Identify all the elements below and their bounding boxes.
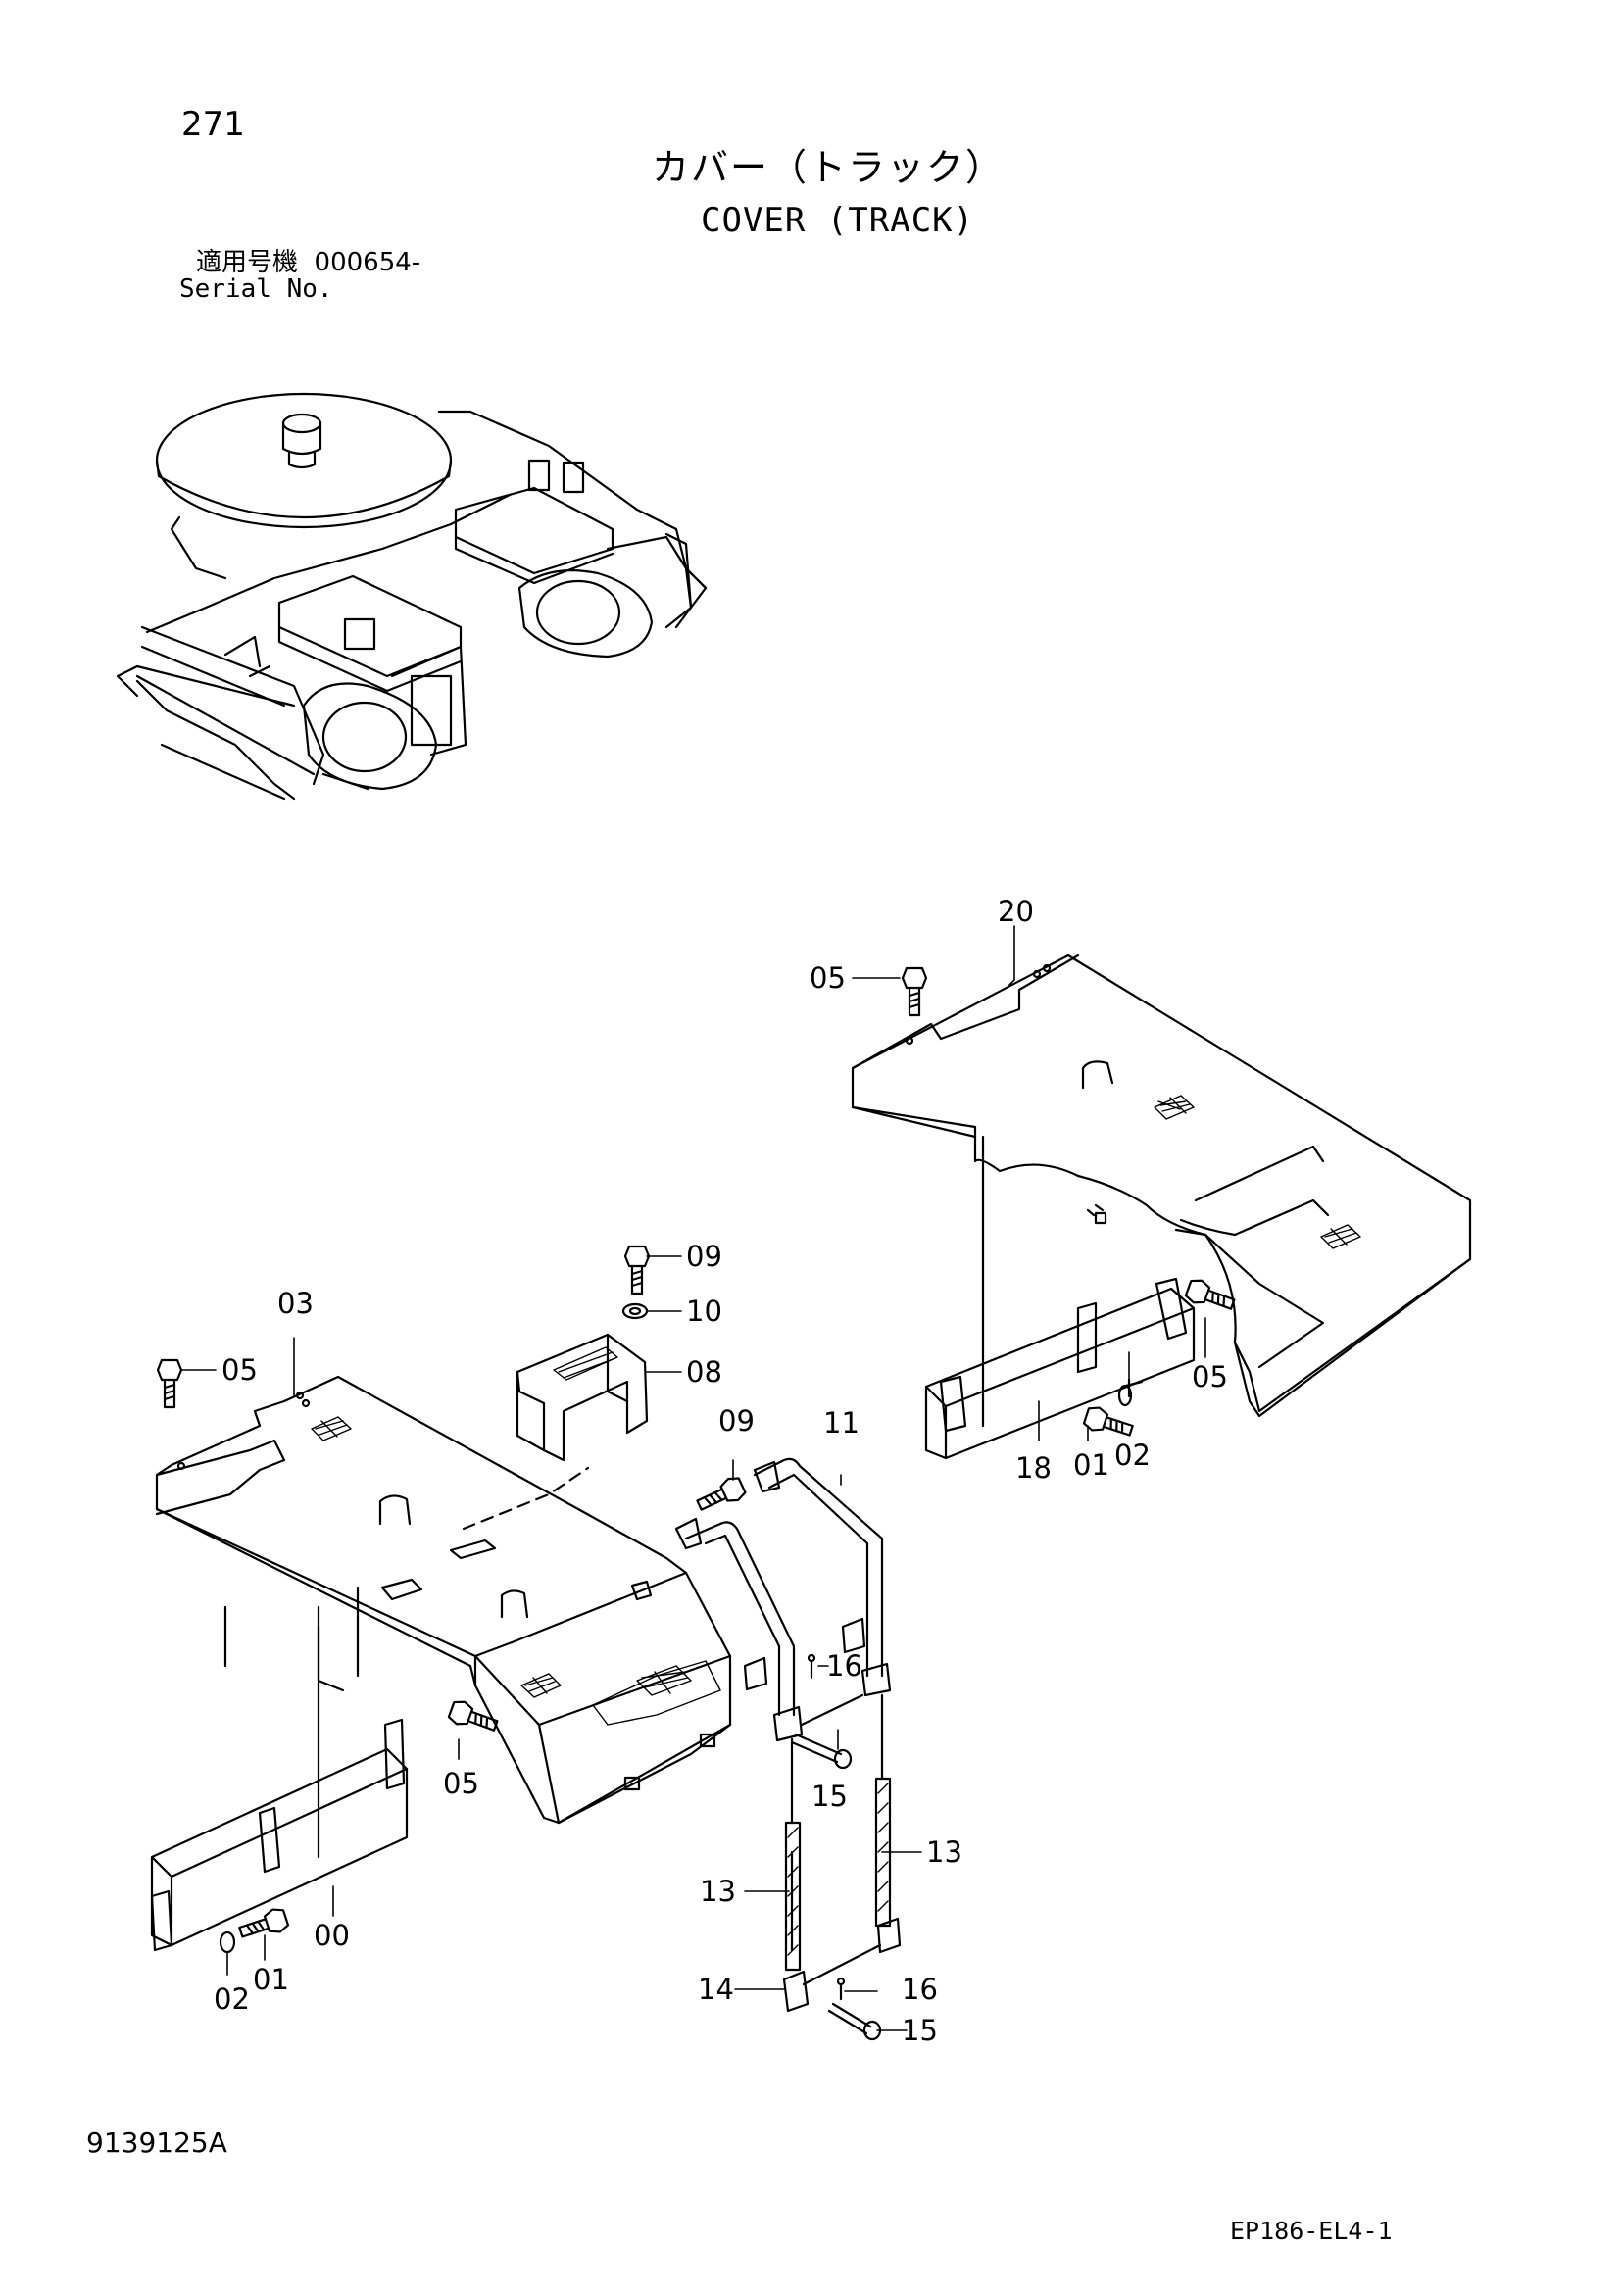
cover-left-bracket xyxy=(343,617,376,651)
callout-01: 01 xyxy=(253,1963,289,1996)
bolt-05-top xyxy=(901,966,928,1017)
serial-applicability: 適用号機 000654- xyxy=(196,250,420,275)
callouts: 20 05 05 01 02 18 09 10 08 03 05 09 11 1… xyxy=(214,895,1228,2047)
idler-right xyxy=(517,569,654,659)
frame-18 xyxy=(924,1287,1196,1460)
cover-20-front xyxy=(1233,1257,1472,1413)
title-japanese: カバー（トラック） xyxy=(652,146,1006,189)
bolt-05-low xyxy=(447,1700,499,1732)
clamp-11c xyxy=(841,1617,866,1654)
callout-08: 08 xyxy=(686,1355,722,1389)
frame-00-bracket xyxy=(383,1718,406,1790)
callout-15: 15 xyxy=(902,2014,938,2047)
serial-label-en: Serial No. xyxy=(179,274,333,304)
callout-00: 00 xyxy=(314,1919,350,1952)
pin-15a xyxy=(790,1733,843,1764)
reference-id: EP186-EL4-1 xyxy=(1230,2217,1393,2245)
page-number: 271 xyxy=(181,105,245,144)
callout-05: 05 xyxy=(810,961,846,995)
plate-03c xyxy=(630,1580,653,1601)
mesh-step-03 xyxy=(311,1416,721,1726)
title-english: COVER (TRACK) xyxy=(701,201,975,240)
callout-20: 20 xyxy=(998,895,1034,928)
pipe-11-left xyxy=(684,1521,796,1717)
bolt-09-top xyxy=(623,1245,651,1295)
bracket-14 xyxy=(782,1917,902,2013)
callout-18: 18 xyxy=(1015,1451,1052,1485)
clamp-11b xyxy=(753,1460,781,1493)
handle-20 xyxy=(1081,1060,1114,1090)
washer-02-left xyxy=(219,1930,236,1954)
callout-09: 09 xyxy=(718,1404,755,1438)
leader-lines xyxy=(180,925,1206,2031)
bolt-09-mid xyxy=(696,1477,747,1511)
clamp-11d xyxy=(743,1656,768,1691)
overview-illustration xyxy=(116,392,708,801)
right-cover-assembly xyxy=(851,953,1472,1460)
turntable-rim xyxy=(155,459,453,518)
bolt-01-left xyxy=(238,1908,290,1938)
callout-05: 05 xyxy=(221,1353,258,1387)
handle-03b xyxy=(500,1589,529,1619)
handle-03 xyxy=(378,1494,412,1526)
center-joint xyxy=(281,413,322,434)
plate-03a xyxy=(380,1578,423,1601)
fasteners xyxy=(156,966,1236,1954)
bolt-05-left xyxy=(156,1358,183,1409)
serial-label-jp: 適用号機 xyxy=(196,248,299,277)
frame-00 xyxy=(150,1747,409,1947)
cover-right-bracket xyxy=(527,459,551,492)
callout-11: 11 xyxy=(823,1406,860,1440)
plate-03b xyxy=(449,1539,497,1560)
callout-09: 09 xyxy=(686,1240,722,1273)
callout-16: 16 xyxy=(826,1649,862,1683)
callout-02: 02 xyxy=(214,1982,250,2016)
callout-10: 10 xyxy=(686,1295,722,1328)
callout-02: 02 xyxy=(1114,1439,1151,1472)
pin-15b xyxy=(827,2002,872,2035)
callout-13: 13 xyxy=(926,1835,962,1869)
pipe-joint xyxy=(772,1662,892,1742)
callout-03: 03 xyxy=(277,1287,314,1320)
frame-18-bracket xyxy=(1076,1301,1098,1374)
document-id: 9139125A xyxy=(86,2126,227,2159)
callout-15: 15 xyxy=(811,1780,848,1813)
cover-03 xyxy=(155,1375,732,1825)
track-frame-right xyxy=(664,532,708,629)
bracket-08 xyxy=(516,1333,649,1462)
callout-13: 13 xyxy=(700,1875,736,1908)
clamp-11a xyxy=(674,1517,703,1550)
callout-05: 05 xyxy=(443,1767,479,1800)
cover-left xyxy=(277,574,463,678)
dash-link-08 xyxy=(462,1466,590,1531)
callout-16: 16 xyxy=(902,1973,938,2006)
serial-number: 000654- xyxy=(314,248,421,277)
bolt-01-right xyxy=(1082,1406,1134,1437)
cover-03-step xyxy=(473,1654,732,1727)
washer-10 xyxy=(621,1302,649,1320)
pipe-11-right xyxy=(753,1457,884,1678)
track-frame-left xyxy=(140,625,325,786)
callout-14: 14 xyxy=(698,1973,734,2006)
turnbuckle-13a xyxy=(784,1821,802,1972)
cover-20 xyxy=(851,953,1472,1418)
callout-05: 05 xyxy=(1192,1360,1228,1393)
bolt-05-right xyxy=(1184,1279,1236,1310)
cover-right xyxy=(454,486,614,575)
callout-01: 01 xyxy=(1073,1448,1109,1482)
frame-outline xyxy=(170,410,708,590)
washer-02-right xyxy=(1117,1384,1133,1407)
left-cover-assembly xyxy=(150,1333,902,2041)
mesh-step-20 xyxy=(1154,1095,1361,1249)
